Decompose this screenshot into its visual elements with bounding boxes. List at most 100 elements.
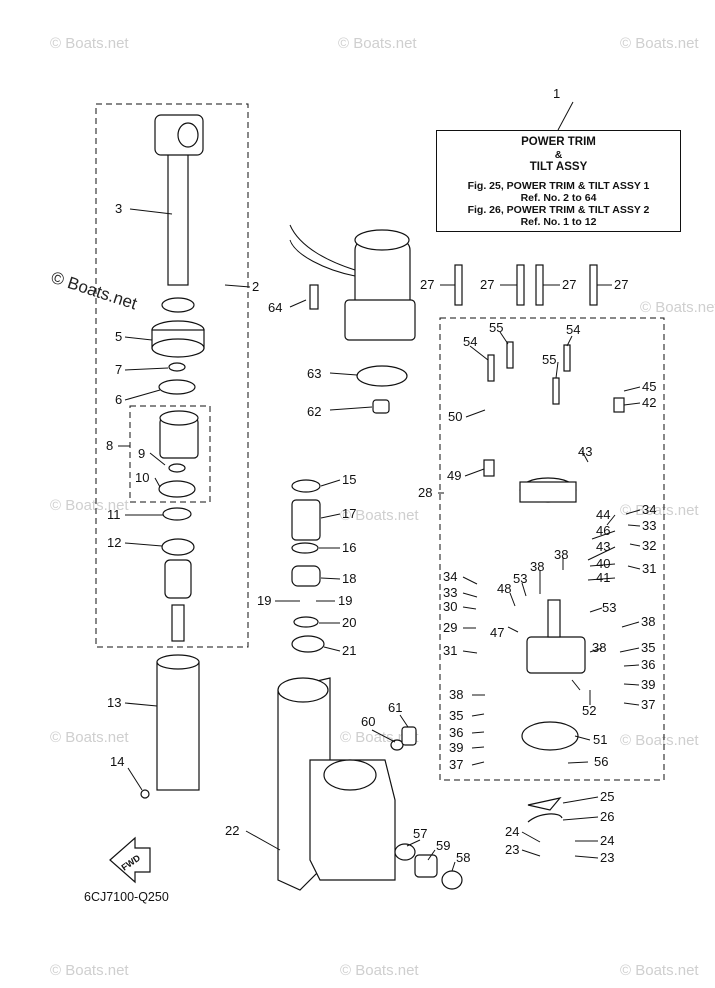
title-line-2: &	[554, 149, 563, 161]
assembly-2-box	[95, 103, 249, 648]
callout-41: 41	[596, 570, 610, 585]
callout-37a: 37	[641, 697, 655, 712]
callout-1: 1	[553, 86, 560, 101]
callout-56: 56	[594, 754, 608, 769]
trim-motor	[289, 224, 416, 341]
callout-38c: 38	[641, 614, 655, 629]
watermark: © Boats.net	[338, 35, 417, 52]
callout-34a: 34	[642, 502, 656, 517]
callout-34b: 34	[443, 569, 457, 584]
watermark: © Boats.net	[340, 507, 419, 524]
callout-16: 16	[342, 540, 356, 555]
spring-42	[613, 397, 625, 413]
callout-59: 59	[436, 838, 450, 853]
watermark: © Boats.net	[50, 729, 129, 746]
filter-62	[372, 399, 390, 414]
spring-49	[483, 459, 495, 477]
callout-46: 46	[596, 523, 610, 538]
clip-58	[441, 870, 463, 890]
valve-59	[414, 854, 438, 878]
bolts-27	[454, 264, 598, 306]
callout-63: 63	[307, 366, 321, 381]
callout-40: 40	[596, 556, 610, 571]
watermark: © Boats.net	[620, 35, 699, 52]
piston-8	[159, 410, 199, 459]
callout-57: 57	[413, 826, 427, 841]
callout-42: 42	[642, 395, 656, 410]
title-line-1: POWER TRIM	[521, 136, 596, 148]
seal-ring	[161, 297, 195, 313]
drawing-code: 6CJ7100-Q250	[84, 890, 169, 904]
callout-23b: 23	[600, 850, 614, 865]
callout-39b: 39	[449, 740, 463, 755]
ball-14	[140, 789, 150, 799]
assembly-8-box	[129, 405, 211, 503]
callout-35b: 35	[449, 708, 463, 723]
bolt	[171, 604, 185, 642]
valve-17	[291, 499, 321, 541]
screws-54-55	[487, 341, 571, 405]
callout-36b: 36	[449, 725, 463, 740]
callout-64: 64	[268, 300, 282, 315]
ring-20	[293, 616, 319, 628]
callout-54a: 54	[463, 334, 477, 349]
callout-9: 9	[138, 446, 145, 461]
fig-2-range: Ref. No. 1 to 12	[520, 216, 597, 228]
callout-6: 6	[115, 392, 122, 407]
watermark: © Boats.net	[620, 502, 699, 519]
pump-body	[519, 477, 577, 503]
callout-15: 15	[342, 472, 356, 487]
watermark: © Boats.net	[620, 962, 699, 979]
o-ring-7	[168, 362, 186, 372]
callout-43b: 43	[596, 539, 610, 554]
callout-44: 44	[596, 507, 610, 522]
valve-piston	[164, 559, 192, 599]
callout-27d: 27	[614, 277, 628, 292]
watermarks: © Boats.net © Boats.net © Boats.net © Bo…	[49, 35, 715, 979]
callout-25: 25	[600, 789, 614, 804]
callout-33a: 33	[642, 518, 656, 533]
callout-52: 52	[582, 703, 596, 718]
callout-48: 48	[497, 581, 511, 596]
callout-31a: 31	[642, 561, 656, 576]
fwd-arrow: FWD	[109, 836, 151, 884]
callout-45: 45	[642, 379, 656, 394]
callout-5: 5	[115, 329, 122, 344]
callout-33b: 33	[443, 585, 457, 600]
callout-53b: 53	[602, 600, 616, 615]
callout-30: 30	[443, 599, 457, 614]
callout-61: 61	[388, 700, 402, 715]
callout-47: 47	[490, 625, 504, 640]
clip-16	[291, 542, 319, 554]
callout-28: 28	[418, 485, 432, 500]
cylinder-13	[156, 654, 200, 791]
callout-51: 51	[593, 732, 607, 747]
callout-38e: 38	[449, 687, 463, 702]
watermark: © Boats.net	[620, 732, 699, 749]
cylinder-body-22	[277, 677, 396, 891]
callout-54b: 54	[566, 322, 580, 337]
screw-64	[309, 284, 319, 310]
callout-22: 22	[225, 823, 239, 838]
callout-55b: 55	[542, 352, 556, 367]
callout-24a: 24	[505, 824, 519, 839]
callout-49: 49	[447, 468, 461, 483]
ring-11	[162, 507, 192, 521]
cylinder-cap-5	[151, 320, 205, 358]
callout-8: 8	[106, 438, 113, 453]
callout-12: 12	[107, 535, 121, 550]
o-ring-6	[158, 379, 196, 395]
callout-26: 26	[600, 809, 614, 824]
callout-35a: 35	[641, 640, 655, 655]
callout-17: 17	[342, 506, 356, 521]
callout-27b: 27	[480, 277, 494, 292]
valve-seat-18	[291, 565, 321, 587]
watermark: © Boats.net	[640, 299, 715, 316]
leader-lines	[118, 101, 641, 872]
o-ring-63	[356, 365, 408, 387]
callout-7: 7	[115, 362, 122, 377]
callout-55a: 55	[489, 320, 503, 335]
fig-1-range: Ref. No. 2 to 64	[520, 192, 597, 204]
callout-2: 2	[252, 279, 259, 294]
gear-housing	[526, 599, 586, 674]
